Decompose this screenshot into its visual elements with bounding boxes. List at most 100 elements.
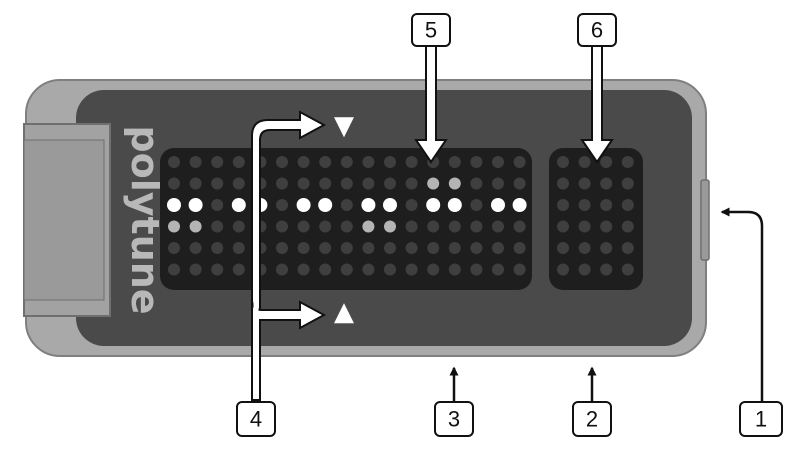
led-on [231,198,246,212]
led-off [557,242,569,254]
led-off [232,156,245,168]
led-off [211,177,224,190]
led-off [492,177,504,190]
led-off [621,242,634,254]
led-dim [448,177,461,190]
led-off [384,263,396,276]
callout-6: 6 [577,13,617,47]
led-off [513,156,526,168]
led-off [384,156,396,168]
led-dim [168,220,180,233]
led-off [405,263,418,276]
led-off [621,177,634,190]
callout-1: 1 [739,401,783,437]
led-off [340,177,353,190]
callout-5: 5 [411,13,451,47]
main-led-display [160,148,532,290]
led-off [600,199,613,211]
led-off [557,220,569,233]
led-off [557,156,569,168]
led-off [297,177,310,190]
usb-connector-inner [23,139,105,301]
brand-logo-text: polytune [123,125,167,314]
led-on [426,198,441,212]
led-off [168,156,180,168]
led-off [513,177,526,190]
led-off [578,220,591,233]
callout-4-lower-arrow [251,299,327,401]
flat-indicator: ▼ [334,111,354,141]
side-switch[interactable] [700,179,710,261]
led-off [600,156,613,168]
led-off [340,220,353,233]
led-off [276,199,288,211]
led-off [492,156,504,168]
led-off [600,177,613,190]
led-off [276,220,288,233]
led-off [276,263,288,276]
led-off [297,156,310,168]
led-off [600,263,613,276]
led-off [168,242,180,254]
led-off [211,263,224,276]
callout-1-box [739,401,783,437]
callout-2: 2 [572,401,612,437]
led-off [232,220,245,233]
led-off [405,220,418,233]
note-led-display [549,148,643,290]
callout-2-label: 2 [586,407,598,432]
led-off [600,220,613,233]
callout-1-label: 1 [755,407,767,432]
callout-4-box [236,401,276,437]
led-off [448,242,461,254]
led-off [470,177,483,190]
led-on [383,198,397,212]
led-off [621,156,634,168]
led-off [319,263,332,276]
led-off [232,242,245,254]
led-off [405,177,418,190]
callout-3-label: 3 [448,407,460,432]
led-on [361,198,376,212]
callout-5-pointer [414,45,448,164]
led-off [427,220,440,233]
led-off [211,242,224,254]
callout-4: 4 [236,401,276,437]
led-off [448,156,461,168]
led-off [340,242,353,254]
led-off [211,220,224,233]
led-off [578,242,591,254]
led-off [276,156,288,168]
led-off [578,199,591,211]
led-off [362,177,375,190]
callout-1-pointer [720,207,764,402]
led-off [557,177,569,190]
led-off [276,242,288,254]
led-off [362,156,375,168]
callout-6-pointer [580,45,614,164]
led-off [578,156,591,168]
note-led-grid [557,156,634,276]
led-off [578,263,591,276]
led-off [319,242,332,254]
callout-6-box [577,13,617,47]
led-off [470,199,483,211]
led-off [319,177,332,190]
led-dim [362,220,375,233]
led-off [557,199,569,211]
led-off [189,242,202,254]
led-off [297,263,310,276]
led-off [297,220,310,233]
led-on [512,198,527,212]
sharp-indicator: ▲ [334,297,354,327]
led-off [621,220,634,233]
led-off [384,242,396,254]
led-on [188,198,203,212]
main-led-grid [167,156,527,276]
led-off [340,156,353,168]
led-dim [384,220,396,233]
led-off [448,220,461,233]
led-off [513,220,526,233]
led-off [276,177,288,190]
